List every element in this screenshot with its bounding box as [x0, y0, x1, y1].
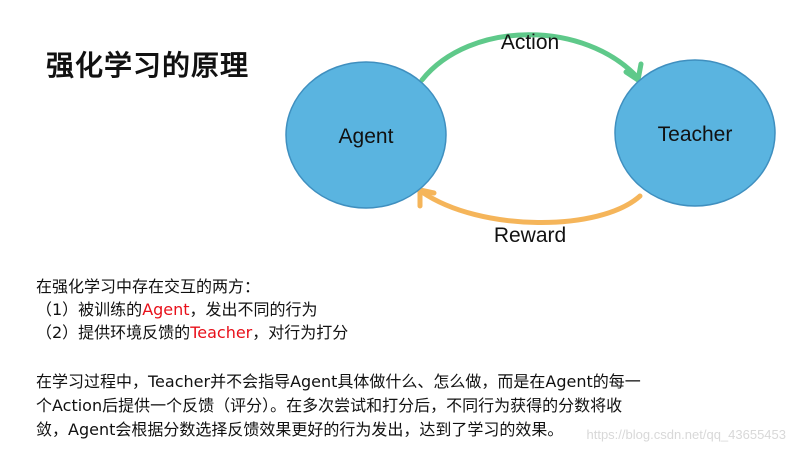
teacher-label: Teacher [658, 123, 733, 146]
reward-label: Reward [494, 224, 566, 247]
reward-arrow [419, 189, 643, 225]
summary-paragraph: 在学习过程中，Teacher并不会指导Agent具体做什么、怎么做，而是在Age… [36, 370, 784, 442]
watermark: https://blog.csdn.net/qq_43655453 [586, 427, 787, 442]
summary-line-1: 在学习过程中，Teacher并不会指导Agent具体做什么、怎么做，而是在Age… [36, 372, 641, 391]
intro-line-3: （2）提供环境反馈的Teacher，对行为打分 [36, 321, 348, 344]
agent-node [285, 61, 447, 209]
intro-line-2-suffix: ，发出不同的行为 [189, 300, 318, 319]
agent-highlight: Agent [142, 300, 190, 319]
intro-line-3-prefix: （2）提供环境反馈的 [36, 323, 191, 342]
intro-line-1: 在强化学习中存在交互的两方： [36, 277, 261, 296]
reward-arrowhead [417, 187, 437, 209]
intro-line-2-prefix: （1）被训练的 [36, 300, 143, 319]
teacher-highlight: Teacher [190, 323, 253, 342]
agent-label: Agent [339, 125, 394, 148]
agent-teacher-diagram: Agent Teacher Action Reward [285, 31, 776, 247]
intro-line-2: （1）被训练的Agent，发出不同的行为 [36, 298, 348, 321]
summary-line-3: 敛，Agent会根据分数选择反馈效果更好的行为发出，达到了学习的效果。 [36, 420, 564, 439]
summary-line-2: 个Action后提供一个反馈（评分）。在多次尝试和打分后，不同行为获得的分数将收 [36, 396, 623, 415]
action-arrowhead [623, 61, 644, 83]
action-label: Action [501, 31, 559, 54]
action-arrow [419, 32, 641, 83]
page-title: 强化学习的原理 [46, 49, 250, 82]
intro-paragraph: 在强化学习中存在交互的两方： （1）被训练的Agent，发出不同的行为 （2）提… [36, 275, 348, 344]
teacher-node [614, 59, 776, 207]
intro-line-3-suffix: ，对行为打分 [252, 323, 349, 342]
